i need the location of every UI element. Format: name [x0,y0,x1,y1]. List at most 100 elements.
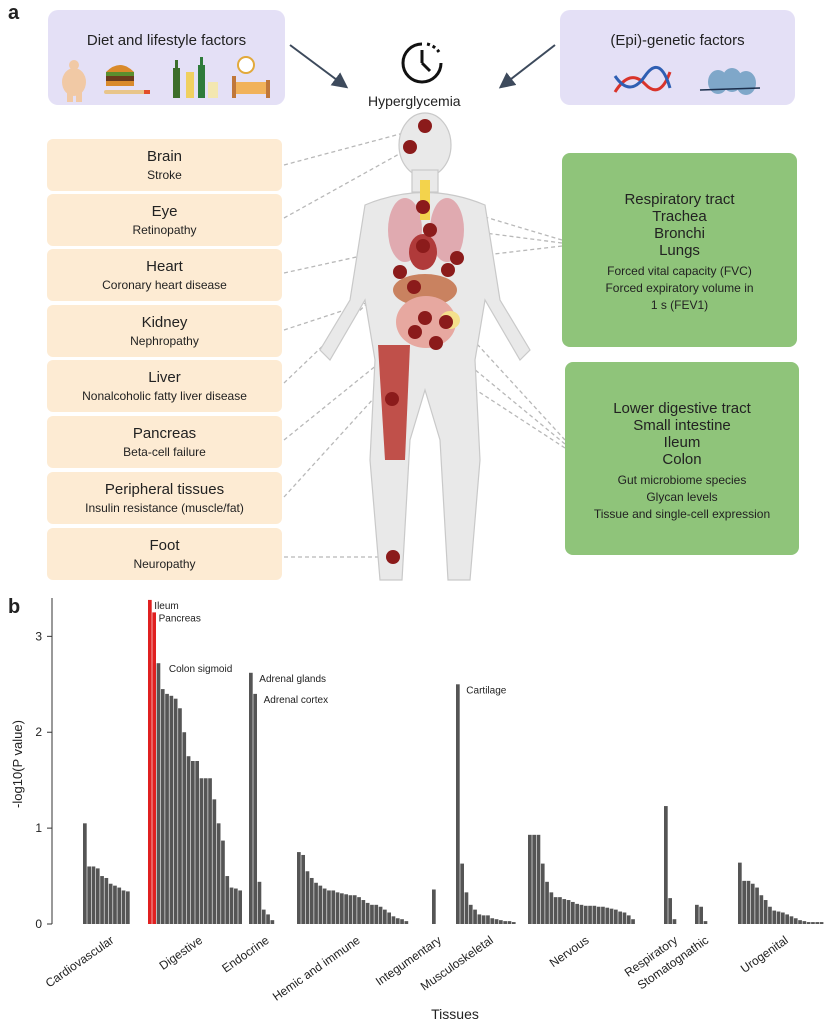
bar [165,693,169,924]
organ-box-brain: Brain Stroke [47,139,282,191]
organ-name: Kidney [141,314,188,331]
bar [571,901,575,924]
bar [327,890,331,924]
bar [579,904,584,924]
bar [601,906,605,924]
organ-box-pancreas: Pancreas Beta-cell failure [47,416,282,468]
group-label: Hemic and immune [270,933,363,1004]
bar [468,904,473,924]
digestive-line: Lower digestive tract [613,400,751,417]
bar [672,919,677,924]
bar [391,916,396,924]
bar [738,862,742,924]
bar [614,909,618,924]
bar [121,890,126,924]
bar [301,854,305,924]
bar-annotation: Cartilage [466,685,506,696]
bar [335,892,340,924]
bar [113,885,117,924]
bar [395,918,400,924]
bar [699,906,703,924]
bar [331,890,336,924]
burger-icon [104,65,150,94]
bar [195,761,199,924]
bar [191,761,195,924]
bar [203,778,208,924]
bar [558,897,562,924]
organ-disease: Nonalcoholic fatty liver disease [82,389,247,403]
chart-bars [83,599,824,924]
bar [695,904,699,924]
bar [108,883,113,924]
bar [507,921,512,924]
tissue-markers [385,119,464,564]
organ-name: Pancreas [132,425,197,442]
bar [511,922,516,924]
organ-name: Brain [146,148,183,165]
digestive-detail: Glycan levels [646,490,718,504]
organ-box-liver: Liver Nonalcoholic fatty liver disease [47,360,282,412]
bar-annotation: Ileum [154,601,178,612]
digestive-line: Colon [662,451,702,468]
bar [618,911,622,924]
organ-name: Peripheral tissues [104,481,225,498]
factor-arrows [289,44,556,89]
bar [148,599,152,924]
bar [473,909,477,924]
bar [261,909,266,924]
digestive-line: Ileum [663,434,701,451]
organ-name: Liver [148,369,181,386]
bar [528,834,532,924]
bar [596,906,601,924]
bar [305,871,310,924]
bar [257,881,262,924]
bar [216,823,221,924]
bar [545,881,549,924]
bar [494,919,499,924]
organ-disease: Beta-cell failure [123,445,206,459]
bar [562,899,567,924]
bar [503,921,507,924]
bar [486,915,490,924]
bar [178,708,182,924]
bar [83,823,87,924]
bar [318,885,323,924]
bottles-icon [173,57,218,98]
bar [490,918,495,924]
bar [249,672,253,924]
bar [768,906,772,924]
bar [811,922,815,924]
bar [588,905,592,924]
organ-disease: Insulin resistance (muscle/fat) [85,501,244,515]
digestive-line: Small intestine [633,417,731,434]
respiratory-line: Respiratory tract [624,191,735,208]
bar [553,897,558,924]
bar [763,900,768,924]
bar [378,906,383,924]
bar [802,921,807,924]
bar [477,914,482,924]
bar [322,888,327,924]
bar [91,866,96,924]
bar [432,889,436,924]
bar [631,919,635,924]
bar [793,918,798,924]
organ-box-kidney: Kidney Nephropathy [47,305,282,357]
bar [464,892,469,924]
bar [160,689,165,924]
bar [798,920,802,924]
bar [100,876,104,924]
bar [309,877,314,924]
y-tick-label: 2 [35,725,42,739]
bar [117,887,122,924]
organ-box-peripheral: Peripheral tissues Insulin resistance (m… [47,472,282,524]
bar [785,914,789,924]
body-silhouette [319,112,531,581]
bar [314,882,318,924]
bar [592,905,597,924]
bar [781,912,785,924]
bar [750,883,755,924]
panel-b-letter: b [8,596,21,618]
organ-disease: Retinopathy [132,223,197,237]
